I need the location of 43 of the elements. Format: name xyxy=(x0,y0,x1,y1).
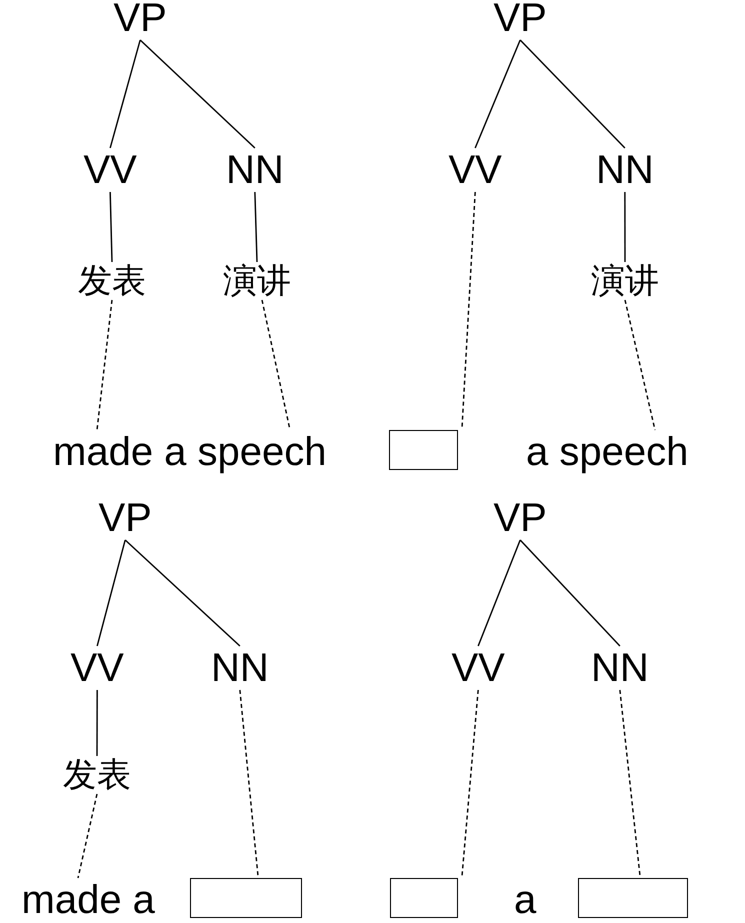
alignment-line xyxy=(239,690,259,876)
category-label: VP xyxy=(494,0,547,38)
alignment-line xyxy=(461,690,479,876)
alignment-line xyxy=(619,690,641,876)
category-label: VP xyxy=(98,498,152,538)
tree-branch xyxy=(109,192,113,262)
tree-branch xyxy=(478,540,521,646)
category-label: VV xyxy=(70,648,124,688)
category-label: VV xyxy=(452,648,505,688)
alignment-line xyxy=(624,300,656,430)
tree-branch xyxy=(520,540,620,646)
word-label: 发表 xyxy=(78,264,146,298)
word-label: 演讲 xyxy=(591,264,659,298)
word-label: 发表 xyxy=(63,758,131,792)
word-label: 演讲 xyxy=(223,264,291,298)
sentence-text: a xyxy=(514,880,536,920)
sentence-text: made a xyxy=(22,880,155,920)
tree-branch xyxy=(254,192,258,262)
empty-box xyxy=(578,878,688,918)
alignment-line xyxy=(96,300,113,430)
sentence-text: a speech xyxy=(526,432,688,472)
empty-box xyxy=(190,878,302,918)
category-label: NN xyxy=(591,648,649,688)
alignment-line xyxy=(461,192,476,428)
tree-branch xyxy=(124,539,240,647)
category-label: NN xyxy=(211,648,269,688)
tree-branch xyxy=(96,690,98,756)
alignment-line xyxy=(77,794,98,878)
empty-box xyxy=(390,878,458,918)
tree-branch xyxy=(140,40,256,148)
category-label: NN xyxy=(226,150,284,190)
category-label: VV xyxy=(448,150,502,190)
category-label: VP xyxy=(494,498,547,538)
sentence-text: made a speech xyxy=(53,432,327,472)
category-label: VV xyxy=(84,150,137,190)
tree-branch xyxy=(624,192,626,262)
tree-branch xyxy=(474,40,521,148)
tree-branch xyxy=(110,40,141,148)
category-label: VP xyxy=(114,0,167,38)
tree-branch xyxy=(96,540,126,646)
tree-branch xyxy=(520,40,626,148)
category-label: NN xyxy=(596,150,654,190)
empty-box xyxy=(388,430,458,470)
